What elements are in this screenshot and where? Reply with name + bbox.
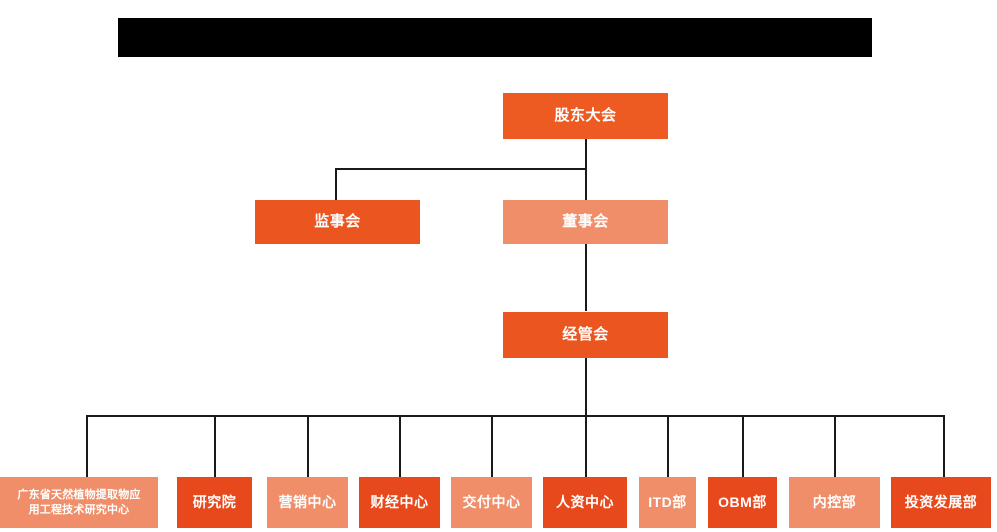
node-itd-label: ITD部 — [648, 493, 687, 510]
connector-drop-obm — [742, 415, 744, 477]
node-hr[interactable]: 人资中心 — [543, 477, 627, 528]
connector-drop-marketing — [307, 415, 309, 477]
connector-drop-finance — [399, 415, 401, 477]
node-shareholders[interactable]: 股东大会 — [503, 93, 668, 139]
node-finance[interactable]: 财经中心 — [359, 477, 440, 528]
connector-shareholders-stem — [585, 139, 587, 169]
connector-drop-internal-control — [834, 415, 836, 477]
node-institute[interactable]: 研究院 — [177, 477, 252, 528]
node-supervisors[interactable]: 监事会 — [255, 200, 420, 244]
connector-drop-itd — [667, 415, 669, 477]
node-management-label: 经管会 — [562, 326, 609, 344]
node-management[interactable]: 经管会 — [503, 312, 668, 358]
connector-level2-bus — [335, 168, 587, 170]
node-marketing[interactable]: 营销中心 — [267, 477, 348, 528]
node-supervisors-label: 监事会 — [314, 213, 361, 231]
node-internal-control[interactable]: 内控部 — [789, 477, 880, 528]
node-research-center[interactable]: 广东省天然植物提取物应 用工程技术研究中心 — [0, 477, 158, 528]
connector-drop-delivery — [491, 415, 493, 477]
node-hr-label: 人资中心 — [556, 493, 614, 510]
node-marketing-label: 营销中心 — [278, 493, 337, 510]
node-finance-label: 财经中心 — [370, 493, 429, 510]
connector-drop-institute — [214, 415, 216, 477]
connector-drop-investment — [943, 415, 945, 477]
node-directors-label: 董事会 — [562, 213, 609, 231]
node-investment-label: 投资发展部 — [904, 493, 978, 510]
connector-drop-research-center — [86, 415, 88, 477]
node-research-center-label: 广东省天然植物提取物应 用工程技术研究中心 — [17, 489, 141, 516]
node-obm[interactable]: OBM部 — [708, 477, 777, 528]
node-shareholders-label: 股东大会 — [554, 107, 617, 125]
title-banner — [118, 18, 872, 57]
node-investment[interactable]: 投资发展部 — [891, 477, 991, 528]
node-internal-control-label: 内控部 — [812, 493, 857, 510]
node-itd[interactable]: ITD部 — [639, 477, 696, 528]
connector-drop-directors — [585, 168, 587, 200]
node-obm-label: OBM部 — [718, 493, 767, 510]
connector-management-stem — [585, 358, 587, 416]
node-delivery[interactable]: 交付中心 — [451, 477, 532, 528]
connector-directors-to-management — [585, 243, 587, 311]
node-delivery-label: 交付中心 — [462, 493, 521, 510]
node-directors[interactable]: 董事会 — [503, 200, 668, 244]
connector-drop-supervisors — [335, 168, 337, 200]
connector-departments-bus — [86, 415, 945, 417]
connector-drop-hr — [585, 415, 587, 477]
node-institute-label: 研究院 — [192, 493, 237, 510]
